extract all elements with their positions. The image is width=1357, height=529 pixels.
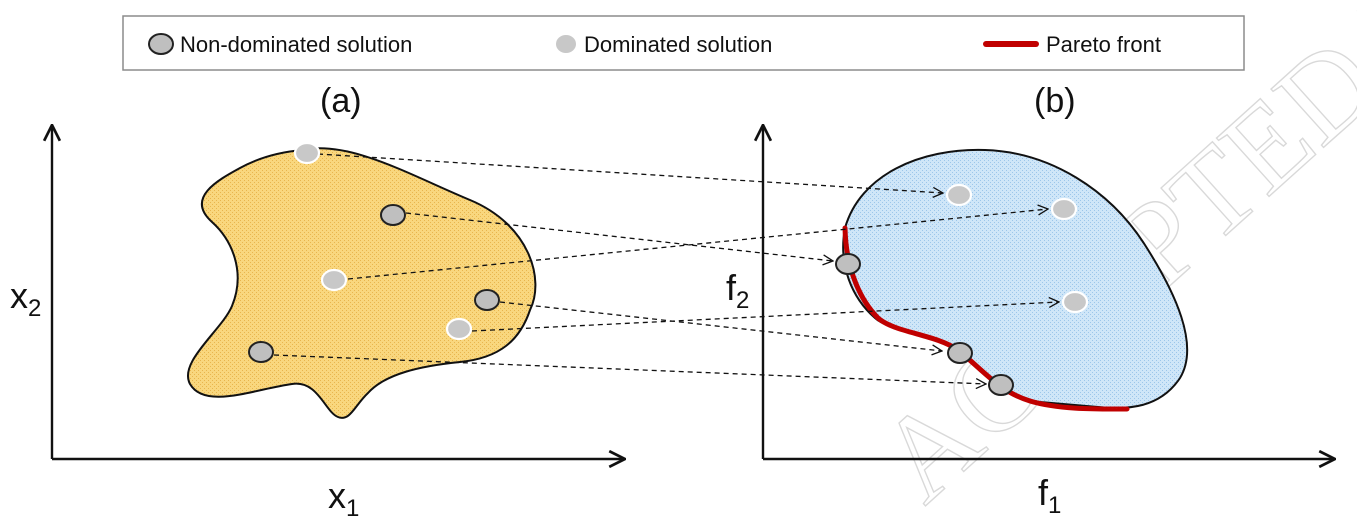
dominated-solution-point <box>293 141 321 165</box>
non-dominated-solution-point <box>947 342 973 364</box>
legend-frame <box>122 15 1245 71</box>
x2-axis-label: x2 <box>10 275 41 322</box>
mapping-arrows <box>273 153 1059 384</box>
f1-axis-label: f1 <box>1038 472 1061 519</box>
mapping-arrow <box>499 301 942 351</box>
x1-axis-label: x1 <box>328 475 359 522</box>
non-dominated-solution-point <box>988 374 1014 396</box>
non-dominated-solution-point <box>248 341 274 363</box>
legend-item-pareto-front: Pareto front <box>983 32 1161 57</box>
panel-b-label: (b) <box>1034 82 1076 120</box>
panel-a-label: (a) <box>320 82 362 120</box>
decision-space-region <box>187 147 537 419</box>
legend-label-dominated: Dominated solution <box>584 32 772 57</box>
decision-space-solutions <box>248 141 500 363</box>
legend-item-non-dominated: Non-dominated solution <box>148 32 412 57</box>
dominated-solution-point <box>320 268 348 292</box>
dominated-solution-point <box>945 183 973 207</box>
mapping-arrow <box>347 209 1048 280</box>
mapping-arrow <box>471 302 1059 332</box>
objective-space-solutions <box>835 183 1089 396</box>
legend-item-dominated: Dominated solution <box>554 32 772 57</box>
legend-label-pareto-front: Pareto front <box>1046 32 1161 57</box>
non-dominated-solution-point <box>835 253 861 275</box>
mapping-arrow <box>273 354 986 384</box>
dominated-solution-point <box>1050 197 1078 221</box>
legend: Non-dominated solution Dominated solutio… <box>122 15 1245 71</box>
dominated-marker-icon <box>554 33 578 55</box>
legend-label-non-dominated: Non-dominated solution <box>180 32 412 57</box>
non-dominated-solution-point <box>380 204 406 226</box>
decision-space-panel: x2 x1 <box>10 125 625 522</box>
dominated-solution-point <box>445 317 473 341</box>
dominated-solution-point <box>1061 290 1089 314</box>
non-dominated-solution-point <box>474 289 500 311</box>
f2-axis-label: f2 <box>726 267 749 314</box>
non-dominated-marker-icon <box>148 33 174 55</box>
